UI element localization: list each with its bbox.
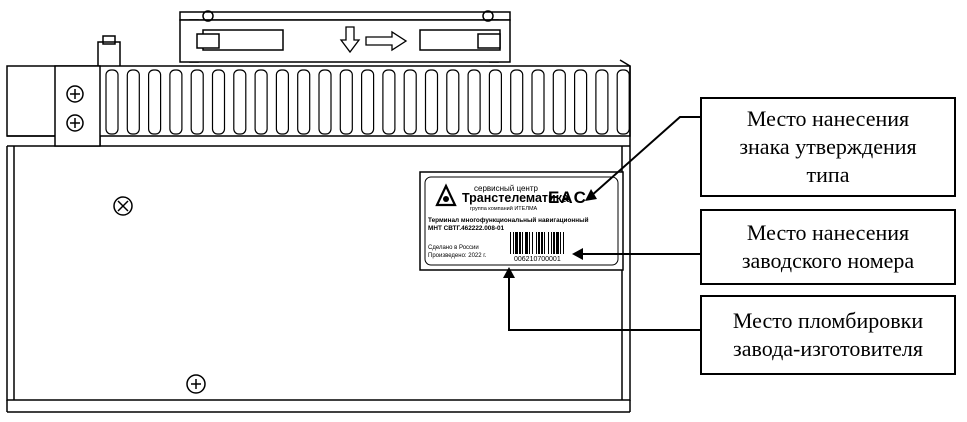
heatsink-fin: [339, 69, 353, 135]
heatsink-fin: [275, 69, 289, 135]
barcode-bar: [532, 232, 533, 254]
barcode-bar: [563, 232, 564, 254]
heatsink-fin: [148, 69, 162, 135]
callout-serial-number: Место нанесения заводского номера: [700, 209, 956, 285]
brand-text: Транстелематика: [462, 191, 570, 205]
callout-manufacturer-seal: Место пломбировки завода-изготовителя: [700, 295, 956, 375]
barcode-bar: [536, 232, 537, 254]
heatsink-fin: [254, 69, 268, 135]
heatsink-fin: [318, 69, 332, 135]
barcode-bar: [551, 232, 552, 254]
heatsink-fin: [616, 69, 630, 135]
nameplate: сервисный центр Транстелематика группа к…: [419, 171, 624, 271]
barcode-bar: [538, 232, 540, 254]
brand-logo-icon: [435, 183, 457, 207]
barcode-bar: [541, 232, 543, 254]
leader-type-approval: [590, 116, 700, 197]
heatsink-fin: [488, 69, 502, 135]
arrow-head-icon: [572, 248, 583, 260]
callout-serial-number-text: Место нанесения заводского номера: [741, 220, 915, 273]
heatsink-fins: [105, 69, 630, 135]
heatsink-fin: [510, 69, 524, 135]
heatsink-fin: [467, 69, 481, 135]
callout-type-approval-text: Место нанесения знака утверждения типа: [739, 106, 917, 187]
leader-manufacturer-seal: [508, 273, 700, 331]
made-in-text: Сделано в России: [428, 245, 479, 251]
heatsink-fin: [403, 69, 417, 135]
barcode-bar: [525, 232, 528, 254]
heatsink-fin: [446, 69, 460, 135]
heatsink-fin: [190, 69, 204, 135]
screw-icon: [186, 374, 206, 394]
heatsink-fin: [361, 69, 375, 135]
side-plate: [7, 65, 101, 147]
callout-type-approval: Место нанесения знака утверждения типа: [700, 97, 956, 197]
barcode-bar: [553, 232, 555, 254]
barcode-bar: [529, 232, 530, 254]
group-text: группа компаний ИТЕЛМА: [470, 205, 538, 212]
screw-icon: [66, 85, 84, 103]
barcode-bar: [519, 232, 521, 254]
barcode-bar: [560, 232, 561, 254]
mounting-bracket: [179, 10, 511, 63]
heatsink-fin: [105, 69, 119, 135]
callout-manufacturer-seal-text: Место пломбировки завода-изготовителя: [732, 308, 924, 361]
arrow-head-icon: [585, 189, 597, 201]
heatsink-fin: [573, 69, 588, 135]
barcode-bar: [515, 232, 518, 254]
heatsink-fin: [552, 69, 566, 135]
serial-number-text: 006210700001: [514, 256, 561, 263]
corner-post: [97, 35, 121, 69]
direction-arrows-icon: [339, 26, 408, 54]
product-line-1: Терминал многофункциональный навигационн…: [428, 216, 589, 224]
barcode-bar: [513, 232, 514, 254]
housing: [6, 66, 631, 413]
heatsink-fin: [169, 69, 183, 135]
heatsink-fin: [595, 69, 609, 135]
heatsink-fin: [297, 69, 311, 135]
heatsink-fin: [382, 69, 396, 135]
screw-icon: [66, 114, 84, 132]
leader-lines: [508, 116, 700, 331]
heatsink-fin: [233, 69, 247, 135]
service-center-text: сервисный центр: [474, 184, 539, 193]
produced-text: Произведено: 2022 г.: [428, 253, 487, 259]
barcode: [510, 232, 564, 254]
heatsink-fin: [531, 69, 545, 135]
barcode-bar: [510, 232, 511, 254]
arrow-head-icon: [503, 267, 515, 278]
barcode-bar: [548, 232, 549, 254]
product-line-2: МНТ СВТГ.462222.008-01: [428, 225, 505, 232]
barcode-bar: [544, 232, 545, 254]
arrowheads: [503, 189, 597, 278]
heatsink-fin: [424, 69, 439, 135]
barcode-bar: [522, 232, 523, 254]
heatsink-fin: [126, 69, 140, 135]
heatsink-fin: [211, 69, 226, 135]
barcode-bar: [556, 232, 559, 254]
screw-icon: [113, 196, 133, 216]
eac-mark: EAC: [548, 188, 587, 207]
